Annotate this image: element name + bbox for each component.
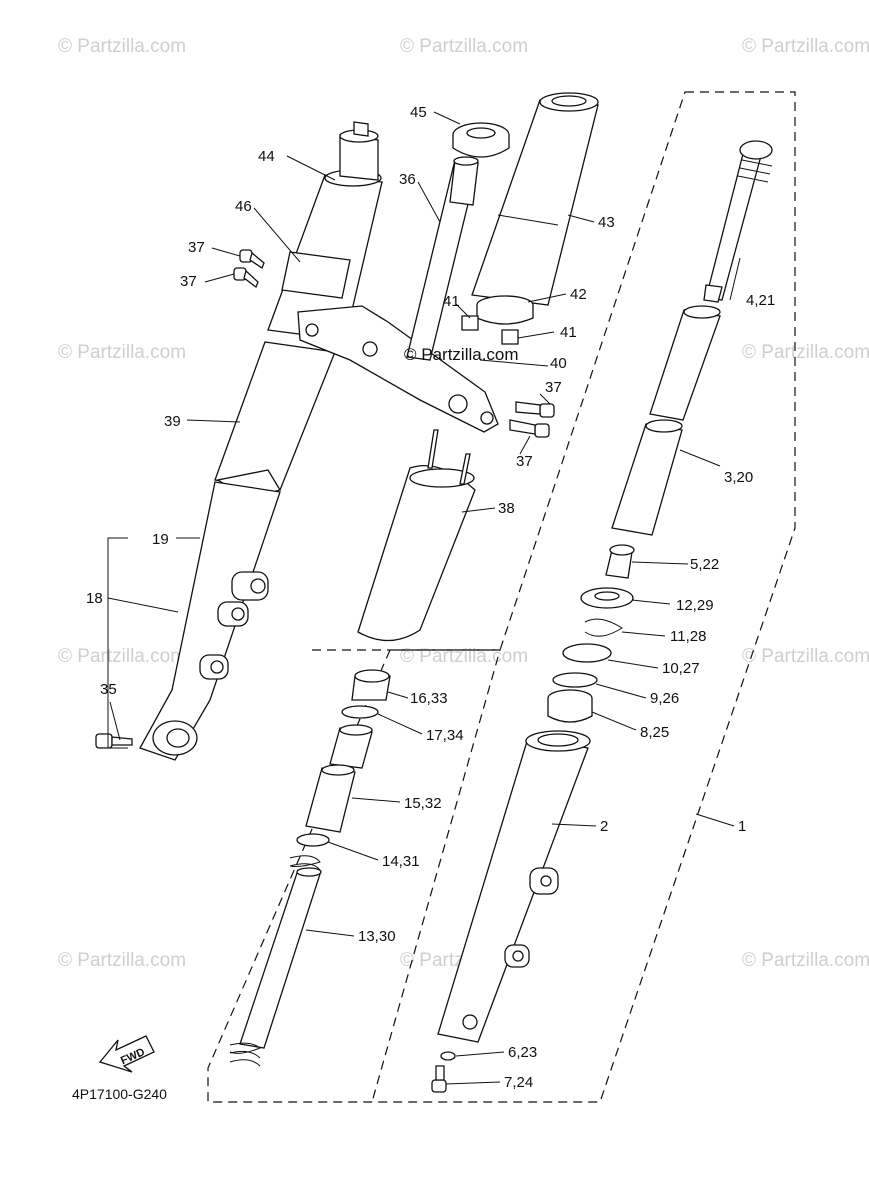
callout-46: 46 xyxy=(235,198,252,215)
callout-7-24: 7,24 xyxy=(504,1074,533,1091)
callout-8-25: 8,25 xyxy=(640,724,669,741)
callout-37: 37 xyxy=(516,453,533,470)
watermark: © Partzilla.com xyxy=(400,36,528,57)
callout-39: 39 xyxy=(164,413,181,430)
watermark: © Partzilla.com xyxy=(58,950,186,971)
center-watermark: © Partzilla.com xyxy=(404,345,519,364)
callout-11-28: 11,28 xyxy=(670,628,706,645)
callout-44: 44 xyxy=(258,148,275,165)
callout-6-23: 6,23 xyxy=(508,1044,537,1061)
diagram-code: 4P17100-G240 xyxy=(72,1086,167,1102)
callout-12-29: 12,29 xyxy=(676,597,714,614)
cover-43 xyxy=(471,92,599,306)
callout-2: 2 xyxy=(600,818,608,835)
callout-4-21: 4,21 xyxy=(746,292,775,309)
washer-14-31 xyxy=(296,833,330,847)
spring-13-30 xyxy=(229,855,322,1067)
callout-13-30: 13,30 xyxy=(358,928,396,945)
callout-14-31: 14,31 xyxy=(382,853,420,870)
callout-41: 41 xyxy=(443,293,460,310)
watermark: © Partzilla.com xyxy=(58,646,186,667)
callout-19: 19 xyxy=(152,531,169,548)
callout-37: 37 xyxy=(188,239,205,256)
fwd-arrow: FWD xyxy=(98,1035,155,1073)
spacer-15-32-lower xyxy=(305,764,356,833)
bearing-45 xyxy=(452,122,510,158)
callout-45: 45 xyxy=(410,104,427,121)
watermark: © Partzilla.com xyxy=(742,342,869,363)
washer-10-27 xyxy=(562,643,612,663)
watermark: © Partzilla.com xyxy=(742,646,869,667)
damper-subassembly-boundary xyxy=(312,649,501,1103)
bolt-7-24 xyxy=(431,1065,447,1093)
bolts-37 xyxy=(233,249,555,438)
callout-3-20: 3,20 xyxy=(724,469,753,486)
outer-tube-2 xyxy=(437,730,591,1043)
callout-37: 37 xyxy=(180,273,197,290)
o-ring-17-34 xyxy=(341,705,379,719)
seal-12-29 xyxy=(580,587,634,609)
collar-5-22 xyxy=(605,544,635,579)
bracket-40 xyxy=(297,305,499,433)
callout-43: 43 xyxy=(598,214,615,231)
damper-rod-4-21 xyxy=(703,140,773,303)
callout-1: 1 xyxy=(738,818,746,835)
watermark: © Partzilla.com xyxy=(58,342,186,363)
cap-bolt-16-33 xyxy=(351,669,391,701)
watermark: © Partzilla.com xyxy=(742,950,869,971)
leader-lines xyxy=(107,111,741,1085)
callout-37: 37 xyxy=(545,379,562,396)
callout-38: 38 xyxy=(498,500,515,517)
callout-18: 18 xyxy=(86,590,103,607)
fender-38 xyxy=(357,429,476,642)
callout-5-22: 5,22 xyxy=(690,556,719,573)
callout-9-26: 9,26 xyxy=(650,690,679,707)
nut-41-left xyxy=(461,315,479,331)
callout-42: 42 xyxy=(570,286,587,303)
callout-15-32: 15,32 xyxy=(404,795,442,812)
assembled-fork-left xyxy=(95,121,383,761)
watermark: © Partzilla.com xyxy=(742,36,869,57)
callout-41: 41 xyxy=(560,324,577,341)
nut-41-right xyxy=(501,329,519,345)
callout-16-33: 16,33 xyxy=(410,690,448,707)
steering-stem-36 xyxy=(406,156,479,361)
callout-10-27: 10,27 xyxy=(662,660,700,677)
spacer-15-32-upper xyxy=(329,724,373,769)
spacer-3-20-lower xyxy=(611,419,683,536)
watermark: © Partzilla.com xyxy=(58,36,186,57)
collar-42 xyxy=(476,295,534,325)
spacer-3-20-upper xyxy=(649,305,721,421)
washer-9-26 xyxy=(552,672,598,688)
callout-40: 40 xyxy=(550,355,567,372)
callout-35: 35 xyxy=(100,681,117,698)
washer-6-23 xyxy=(440,1051,456,1061)
callout-labels: 44 46 37 37 45 36 43 42 41 41 40 37 37 3… xyxy=(86,104,775,1091)
callout-17-34: 17,34 xyxy=(426,727,464,744)
watermark: © Partzilla.com xyxy=(400,646,528,667)
bushing-8-25 xyxy=(547,689,593,723)
clip-11-28 xyxy=(584,618,623,637)
callout-36: 36 xyxy=(399,171,416,188)
